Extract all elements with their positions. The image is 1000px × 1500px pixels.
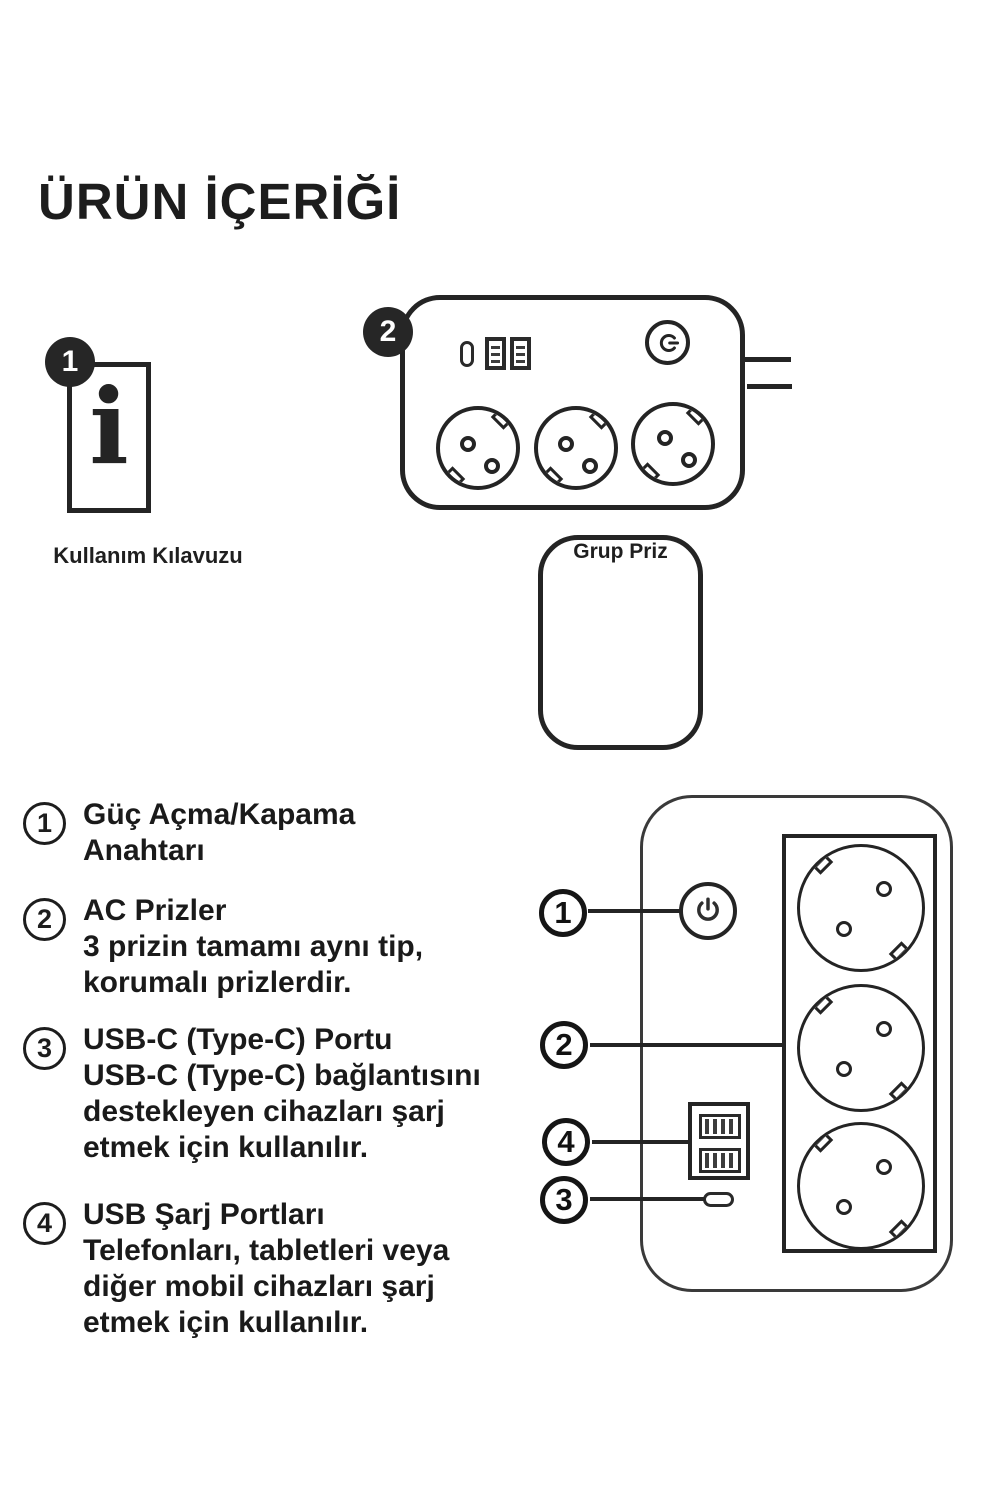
parts-list-item-2: 2 AC Prizler 3 prizin tamamı aynı tip, k…: [23, 893, 423, 1001]
socket-notch: [542, 466, 564, 486]
part-line: USB Şarj Portları: [83, 1198, 325, 1231]
socket-notch: [812, 994, 834, 1015]
callout-number: 4: [557, 1124, 575, 1159]
part-number-2: 2: [23, 898, 66, 941]
parts-list-item-3: 3 USB-C (Type-C) Portu USB-C (Type-C) ba…: [23, 1022, 481, 1166]
part-line: Telefonları, tabletleri veya: [83, 1234, 450, 1267]
badge-number: 2: [379, 315, 397, 348]
part-number-text: 1: [36, 808, 53, 838]
part-line: AC Prizler: [83, 894, 227, 927]
socket-notch: [888, 941, 910, 962]
callout-line-4: [592, 1140, 690, 1144]
socket-hole: [836, 1199, 852, 1215]
callout-line-3: [590, 1197, 705, 1201]
usb-pins: [516, 344, 525, 363]
socket-hole: [836, 921, 852, 937]
socket-notch: [812, 854, 834, 875]
content-badge-2: 2: [363, 307, 413, 357]
power-cable-line: [747, 384, 792, 389]
power-button-icon: [679, 882, 737, 940]
callout-4: 4: [542, 1118, 590, 1166]
part-number-4: 4: [23, 1202, 66, 1245]
usb-pins: [491, 344, 500, 363]
socket-hole: [460, 436, 476, 452]
manual-booklet-icon: i: [67, 362, 151, 513]
info-icon: i: [89, 365, 129, 488]
callout-number: 3: [555, 1182, 573, 1217]
socket-notch: [685, 406, 707, 426]
part-line: USB-C (Type-C) Portu: [83, 1023, 393, 1056]
usb-a-port-icon: [699, 1114, 741, 1139]
part-line: etmek için kullanılır.: [83, 1131, 369, 1164]
usb-c-port-icon: [460, 341, 474, 367]
socket-notch: [444, 466, 466, 486]
part-text: USB Şarj Portları Telefonları, tabletler…: [83, 1197, 449, 1341]
socket-panel: [782, 834, 937, 1253]
usb-c-port-icon: [703, 1192, 734, 1207]
socket-hole: [582, 458, 598, 474]
ac-socket: [534, 406, 618, 490]
part-number-text: 3: [36, 1033, 53, 1063]
power-button-icon: [645, 320, 690, 365]
strip-caption: Grup Priz: [538, 535, 703, 750]
part-line: Güç Açma/Kapama: [83, 798, 356, 831]
socket-notch: [639, 462, 661, 482]
socket-notch: [490, 410, 512, 430]
callout-number: 2: [555, 1027, 573, 1062]
socket-hole: [681, 452, 697, 468]
usb-pins: [705, 1119, 735, 1134]
part-line: diğer mobil cihazları şarj: [83, 1270, 435, 1303]
part-line: korumalı prizlerdir.: [83, 966, 352, 999]
callout-number: 1: [554, 895, 572, 930]
power-strip-illustration: [400, 295, 745, 510]
part-number-text: 2: [36, 904, 53, 934]
ac-socket: [797, 984, 925, 1112]
ac-socket: [631, 402, 715, 486]
usb-pins: [705, 1153, 735, 1168]
usb-ports-box: [688, 1102, 750, 1180]
part-line: 3 prizin tamamı aynı tip,: [83, 930, 424, 963]
usb-a-port-icon: [699, 1148, 741, 1173]
parts-list-item-4: 4 USB Şarj Portları Telefonları, tabletl…: [23, 1197, 449, 1341]
socket-hole: [876, 1021, 892, 1037]
socket-hole: [876, 1159, 892, 1175]
callout-2: 2: [540, 1021, 588, 1069]
part-text: Güç Açma/Kapama Anahtarı: [83, 797, 355, 869]
socket-notch: [588, 410, 610, 430]
badge-number: 1: [61, 345, 79, 378]
part-line: destekleyen cihazları şarj: [83, 1095, 445, 1128]
usb-a-port-icon: [485, 337, 506, 370]
part-number-text: 4: [36, 1208, 53, 1238]
page-title: ÜRÜN İÇERİĞİ: [38, 173, 402, 230]
callout-line-2: [590, 1043, 784, 1047]
part-text: USB-C (Type-C) Portu USB-C (Type-C) bağl…: [83, 1022, 481, 1166]
socket-hole: [484, 458, 500, 474]
socket-hole: [876, 881, 892, 897]
part-line: USB-C (Type-C) bağlantısını: [83, 1059, 481, 1092]
part-text: AC Prizler 3 prizin tamamı aynı tip, kor…: [83, 893, 423, 1001]
socket-hole: [836, 1061, 852, 1077]
part-line: Anahtarı: [83, 834, 205, 867]
parts-list-item-1: 1 Güç Açma/Kapama Anahtarı: [23, 797, 355, 869]
content-badge-1: 1: [45, 337, 95, 387]
usb-a-port-icon: [510, 337, 531, 370]
callout-3: 3: [540, 1176, 588, 1224]
socket-hole: [558, 436, 574, 452]
part-number-3: 3: [23, 1027, 66, 1070]
manual-caption: Kullanım Kılavuzu: [53, 543, 243, 568]
power-cable-line: [745, 357, 791, 362]
ac-socket: [797, 844, 925, 972]
callout-1: 1: [539, 889, 587, 937]
socket-notch: [888, 1219, 910, 1240]
socket-hole: [657, 430, 673, 446]
socket-notch: [812, 1132, 834, 1153]
callout-line-1: [588, 909, 680, 913]
ac-socket: [436, 406, 520, 490]
ac-socket: [797, 1122, 925, 1250]
part-number-1: 1: [23, 802, 66, 845]
socket-notch: [888, 1081, 910, 1102]
part-line: etmek için kullanılır.: [83, 1306, 369, 1339]
